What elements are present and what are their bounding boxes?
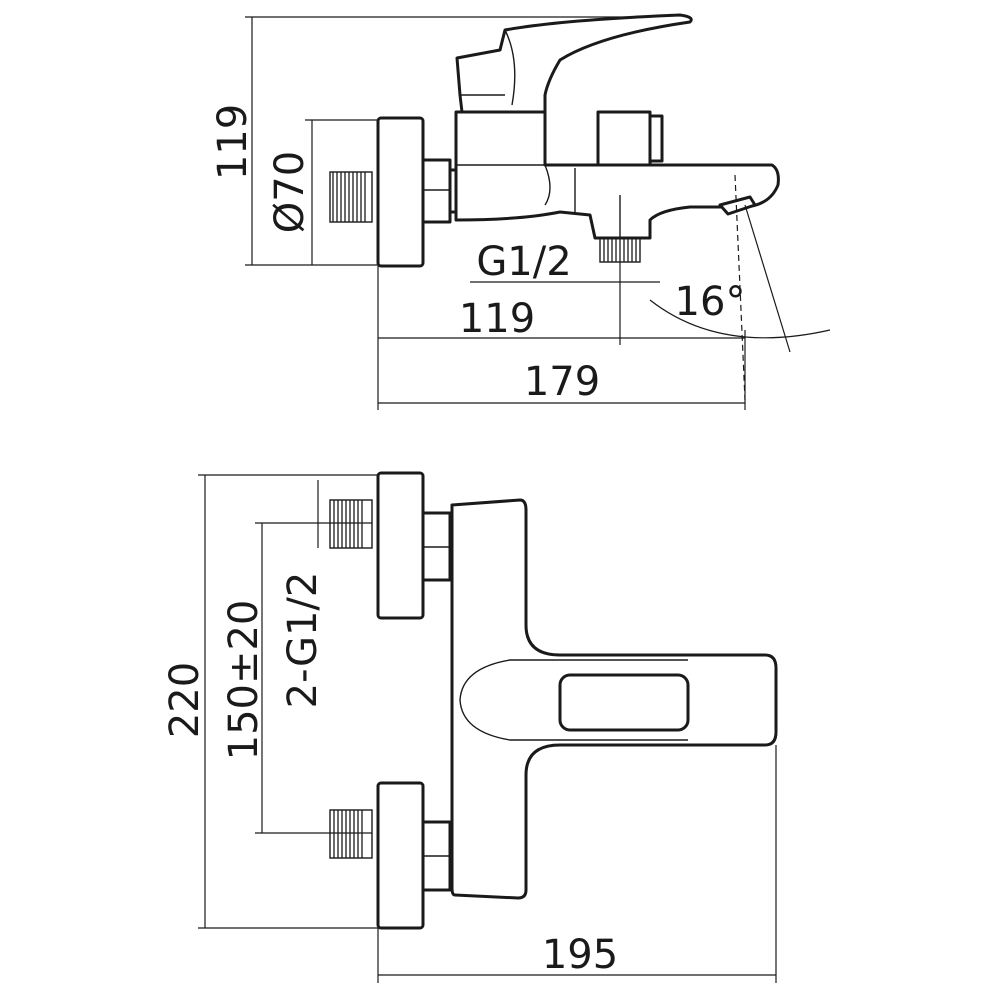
inlet-thread-label: 2-G1/2 (280, 572, 326, 709)
outlet-distance-label: 119 (459, 296, 535, 342)
lever-opening (558, 673, 690, 732)
spout-angle-label: 16° (675, 279, 746, 325)
total-height-label: 220 (162, 662, 208, 738)
inlet-thread (329, 171, 373, 223)
spout-reach-label: 179 (524, 359, 600, 405)
wall-plate-bottom (376, 781, 425, 930)
aerator (718, 195, 757, 216)
inlet-thread-top (329, 499, 373, 549)
wall-plate (376, 116, 425, 268)
plate-diameter-label: Ø70 (267, 151, 313, 233)
top-view: 220 150±20 2-G1/2 195 (162, 471, 778, 983)
height-label: 119 (210, 104, 256, 180)
outlet-thread-label: G1/2 (476, 239, 571, 285)
side-view: 119 Ø70 (210, 13, 831, 410)
inlet-thread-bottom (329, 809, 373, 859)
wall-plate-top (376, 471, 425, 620)
angle-arc (649, 299, 831, 339)
lever-side (455, 13, 693, 114)
lever-top (459, 659, 688, 741)
connector-nut (421, 158, 452, 224)
faucet-body-side (454, 110, 780, 240)
diverter-block (596, 110, 652, 167)
thread-hatching (332, 172, 366, 222)
center-distance-label: 150±20 (221, 600, 267, 761)
depth-label: 195 (542, 932, 618, 978)
